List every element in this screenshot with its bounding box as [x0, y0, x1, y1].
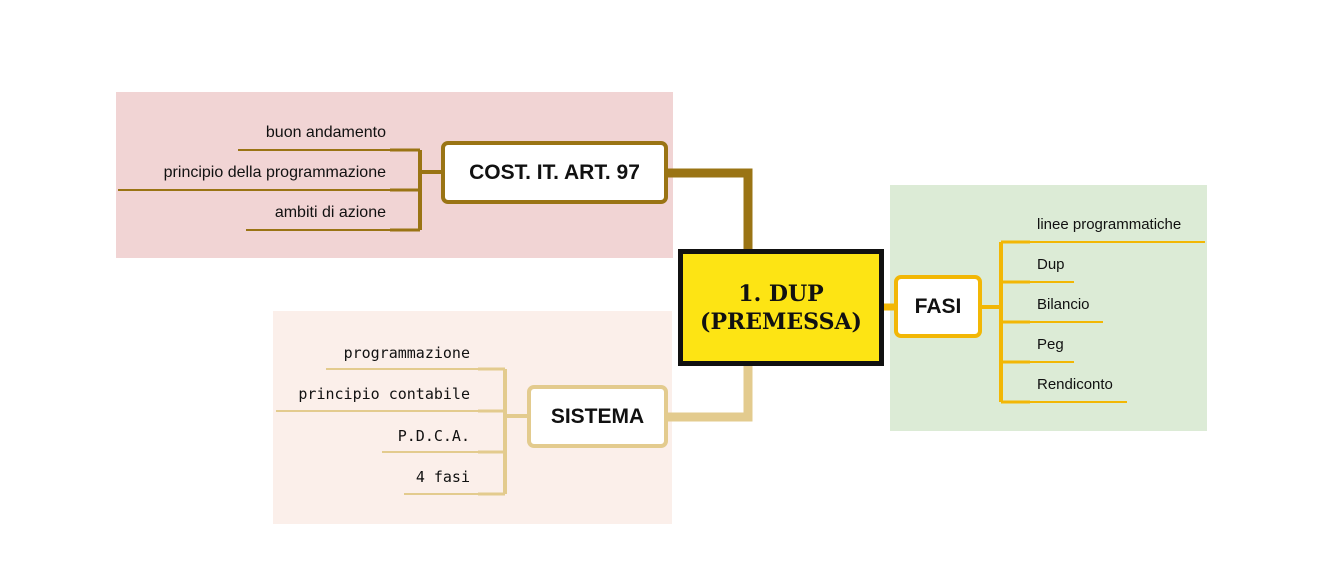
right-leaf-rendiconto[interactable]: Rendiconto [1037, 376, 1113, 393]
bottom-branch-title: SISTEMA [550, 404, 645, 428]
bottom-leaf-principio-contabile[interactable]: principio contabile [298, 385, 470, 403]
top-branch-bracket [118, 148, 442, 232]
right-branch-node[interactable]: FASI [894, 275, 982, 338]
connector-center-top [666, 168, 753, 250]
bottom-branch-bracket [276, 367, 528, 496]
bottom-leaf-pdca[interactable]: P.D.C.A. [397, 427, 470, 445]
top-branch-node[interactable]: COST. IT. ART. 97 [441, 141, 668, 204]
connector-center-bottom [668, 366, 753, 422]
right-leaf-linee-programmatiche[interactable]: linee programmatiche [1037, 216, 1182, 233]
top-leaf-principio-programmazione[interactable]: principio della programmazione [163, 164, 386, 181]
bottom-leaf-programmazione[interactable]: programmazione [343, 344, 470, 362]
center-node-line2: (PREMESSA) [700, 308, 862, 335]
right-leaf-dup[interactable]: Dup [1037, 256, 1065, 273]
top-leaf-ambiti-di-azione[interactable]: ambiti di azione [274, 204, 386, 221]
bottom-leaf-4-fasi[interactable]: 4 fasi [415, 468, 470, 486]
bottom-branch-node[interactable]: SISTEMA [527, 385, 668, 448]
top-branch-title: COST. IT. ART. 97 [469, 160, 640, 184]
right-branch-bracket [980, 240, 1205, 404]
right-leaf-bilancio[interactable]: Bilancio [1037, 296, 1090, 313]
top-leaf-buon-andamento[interactable]: buon andamento [265, 124, 386, 141]
right-branch-title: FASI [914, 294, 962, 318]
center-node[interactable]: 1. DUP (PREMESSA) [678, 249, 884, 366]
center-node-line1: 1. DUP [738, 280, 824, 307]
right-leaf-peg[interactable]: Peg [1037, 336, 1064, 353]
